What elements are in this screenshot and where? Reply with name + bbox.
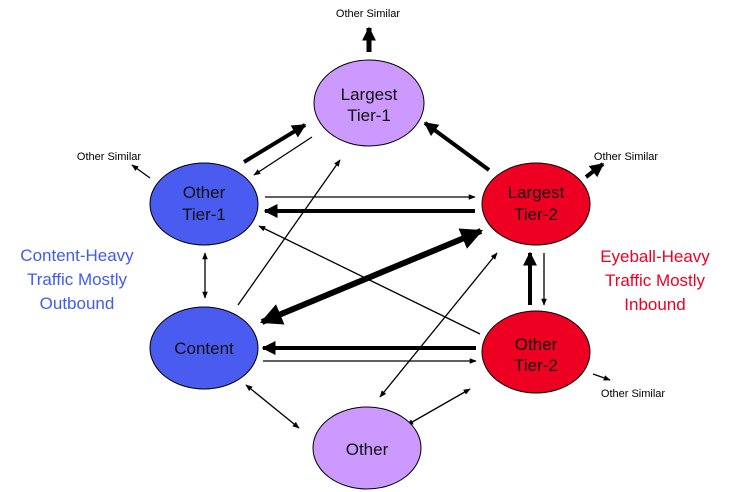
caption-line: Traffic Mostly xyxy=(27,270,128,289)
node-shape xyxy=(149,162,259,246)
edge-other-tier-1-to-largest-tier-1 xyxy=(242,123,307,164)
node-label: Largest xyxy=(341,85,398,104)
edge-other-tier-2-other-similar xyxy=(592,373,611,381)
node-content: Content xyxy=(149,306,259,390)
edge-content-largest-tier-2 xyxy=(259,228,484,325)
caption-line: Outbound xyxy=(40,294,115,313)
caption-eyeball-heavy: Eyeball-Heavy Traffic Mostly Inbound xyxy=(600,247,710,314)
node-label: Other xyxy=(183,183,226,202)
edge-other-tier-1-other-similar xyxy=(131,164,151,179)
caption-line: Content-Heavy xyxy=(20,246,134,265)
node-shape xyxy=(481,162,591,246)
node-other-tier-2: Other Tier-2 xyxy=(481,310,591,394)
other-similar-label-top: Other Similar xyxy=(336,8,401,20)
node-label: Tier-1 xyxy=(182,205,226,224)
edge-largest-tier-1-to-other-tier-1 xyxy=(253,136,313,176)
node-largest-tier-1: Largest Tier-1 xyxy=(313,59,425,147)
caption-line: Traffic Mostly xyxy=(605,271,706,290)
node-largest-tier-2: Largest Tier-2 xyxy=(481,162,591,246)
edge-other-largest-tier-2 xyxy=(379,252,498,398)
node-shape xyxy=(313,59,425,147)
caption-line: Eyeball-Heavy xyxy=(600,247,710,266)
other-similar-label-left: Other Similar xyxy=(77,151,142,163)
caption-line: Inbound xyxy=(624,295,685,314)
node-label: Largest xyxy=(508,183,565,202)
caption-content-heavy: Content-Heavy Traffic Mostly Outbound xyxy=(20,246,134,313)
other-similar-label-right-top: Other Similar xyxy=(594,151,659,163)
node-shape xyxy=(481,310,591,394)
edge-content-other xyxy=(245,384,300,429)
node-shape xyxy=(312,406,422,490)
node-label: Other xyxy=(346,440,389,459)
node-other: Other xyxy=(312,406,422,490)
node-shape xyxy=(149,306,259,390)
node-other-tier-1: Other Tier-1 xyxy=(149,162,259,246)
edge-largest-tier-2-to-largest-tier-1 xyxy=(423,121,491,172)
node-label: Other xyxy=(515,335,558,354)
edges xyxy=(131,26,611,429)
other-similar-label-right-bottom: Other Similar xyxy=(601,388,666,400)
node-label: Tier-1 xyxy=(347,106,391,125)
edge-content-to-largest-tier-1 xyxy=(237,159,341,306)
node-label: Tier-2 xyxy=(514,356,558,375)
node-label: Content xyxy=(174,339,234,358)
edge-largest-tier-2-other-similar xyxy=(584,162,605,179)
node-label: Tier-2 xyxy=(514,205,558,224)
edge-other-tier-2-other xyxy=(406,388,471,426)
